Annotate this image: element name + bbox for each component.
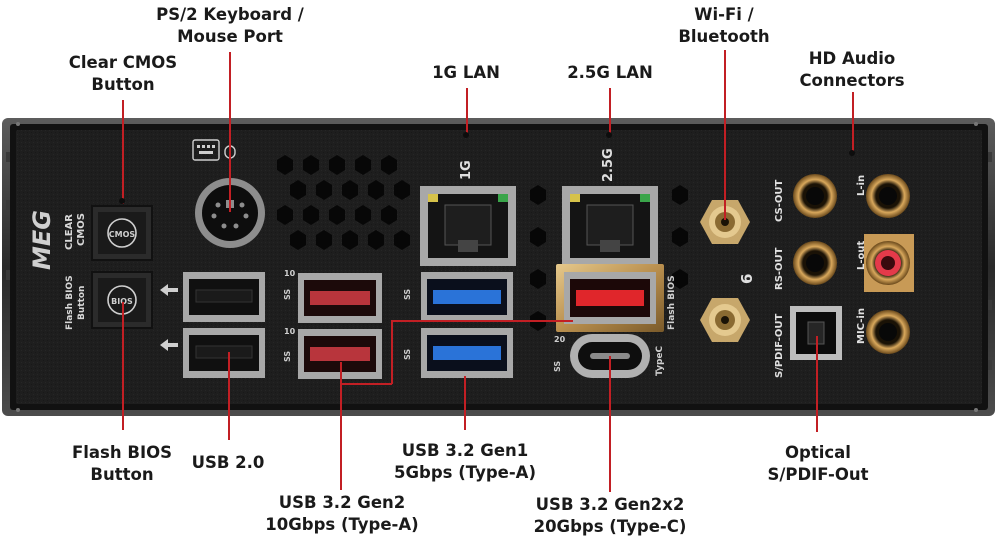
ss10-label-b: SS (283, 351, 292, 362)
callout-clear-cmos-line2: Button (91, 75, 155, 94)
callout-hd-audio-line2: Connectors (799, 71, 905, 90)
leader-usb-gen2-b (340, 383, 392, 385)
ss-label-blue-a: SS (403, 289, 412, 300)
lan-2-5g-port[interactable]: 2.5G (562, 148, 658, 266)
rs-out-label: RS-OUT (774, 247, 785, 290)
vent-holes (277, 155, 688, 331)
ss20-label: SS (553, 361, 562, 372)
callout-clear-cmos: Clear CMOS Button (58, 52, 188, 96)
callout-1g-lan-line1: 1G LAN (432, 63, 500, 82)
callout-flash-bios-line1: Flash BIOS (72, 443, 172, 462)
usb10-label-a: 10 (284, 269, 296, 278)
callout-ps2: PS/2 Keyboard / Mouse Port (145, 4, 315, 48)
callout-flash-bios-line2: Button (90, 465, 154, 484)
callout-usb-gen2: USB 3.2 Gen2 10Gbps (Type-A) (258, 492, 426, 536)
wifi-6e-logo: 6 (738, 274, 756, 284)
usb-3-2-gen1-ports[interactable]: SS SS (403, 272, 513, 378)
callout-hd-audio: HD Audio Connectors (782, 48, 922, 92)
callout-wifi-line1: Wi-Fi / (694, 5, 754, 24)
typec-side-label: TypeC (655, 346, 665, 376)
leader-usb-gen2-a (340, 362, 342, 490)
callout-usb-gen1-line1: USB 3.2 Gen1 (401, 441, 529, 460)
callout-usb-gen2x2: USB 3.2 Gen2x2 20Gbps (Type-C) (524, 494, 696, 538)
callout-optical: Optical S/PDIF-Out (758, 442, 878, 486)
callout-usb-gen2-line2: 10Gbps (Type-A) (265, 515, 419, 534)
bios-button-label: BIOS (111, 297, 133, 306)
clear-cmos-button[interactable]: CMOS (91, 205, 153, 261)
brand-logo-text: MEG (28, 210, 56, 270)
leader-flash-bios (122, 302, 124, 430)
lan-25g-panel-label: 2.5G (601, 148, 616, 182)
leader-clear-cmos (122, 100, 124, 204)
usb-2-0-ports[interactable] (160, 272, 265, 378)
usb20-label: 20 (554, 335, 566, 344)
callout-wifi: Wi-Fi / Bluetooth (664, 4, 784, 48)
callout-ps2-line2: Mouse Port (177, 27, 283, 46)
ps2-port[interactable] (192, 139, 265, 248)
leader-wifi (724, 50, 726, 220)
callout-wifi-line2: Bluetooth (678, 27, 770, 46)
clear-cmos-panel-label-2: CMOS (76, 213, 87, 246)
leader-optical (816, 336, 818, 432)
leader-1g-lan (466, 88, 468, 136)
usb10-label-b: 10 (284, 327, 296, 336)
cs-out-label: CS-OUT (774, 180, 785, 222)
leader-dot-25g-lan (606, 132, 612, 138)
callout-usb-gen1-line2: 5Gbps (Type-A) (394, 463, 536, 482)
lan-1g-panel-label: 1G (459, 160, 474, 180)
ss-label-blue-b: SS (403, 349, 412, 360)
flash-bios-usb-port[interactable]: Flash BIOS (556, 264, 677, 332)
callout-usb-gen2x2-line1: USB 3.2 Gen2x2 (535, 495, 685, 514)
leader-usb-gen1 (464, 376, 466, 430)
callout-1g-lan: 1G LAN (416, 62, 516, 84)
leader-25g-lan (609, 88, 611, 136)
callout-usb20-line1: USB 2.0 (191, 453, 265, 472)
callout-usb-gen2-line1: USB 3.2 Gen2 (278, 493, 406, 512)
callout-ps2-line1: PS/2 Keyboard / (156, 5, 304, 24)
leader-usb-gen2-d (391, 320, 573, 322)
callout-flash-bios: Flash BIOS Button (60, 442, 184, 486)
leader-hd-audio (852, 92, 854, 154)
leader-dot-hd-audio (849, 150, 855, 156)
clear-cmos-panel-label: CLEAR (64, 214, 75, 250)
callout-usb-gen2x2-line2: 20Gbps (Type-C) (533, 517, 687, 536)
hd-audio-jacks[interactable] (793, 174, 914, 354)
l-out-label: L-out (856, 240, 867, 270)
spdif-out-label: S/PDIF-OUT (774, 314, 785, 379)
leader-usb-gen2x2 (609, 356, 611, 492)
leader-ps2 (229, 52, 231, 212)
leader-usb-gen2-c (391, 320, 393, 384)
flash-bios-panel-label-2: Button (77, 286, 87, 320)
leader-dot-clear-cmos (119, 198, 125, 204)
callout-usb-gen1: USB 3.2 Gen1 5Gbps (Type-A) (384, 440, 546, 484)
callout-usb20: USB 2.0 (178, 452, 278, 474)
flash-bios-panel-label: Flash BIOS (65, 275, 75, 330)
callout-25g-lan: 2.5G LAN (556, 62, 664, 84)
lan-1g-port[interactable]: 1G (420, 160, 516, 266)
callout-clear-cmos-line1: Clear CMOS (68, 53, 178, 72)
leader-dot-1g-lan (463, 132, 469, 138)
usb-3-2-gen2-ports[interactable]: SS 10 SS 10 (283, 269, 382, 379)
flash-bios-side-label: Flash BIOS (667, 275, 677, 330)
callout-optical-line2: S/PDIF-Out (767, 465, 869, 484)
wifi-antenna-connectors[interactable]: 6 (700, 200, 756, 342)
l-in-label: L-in (856, 175, 867, 196)
callout-25g-lan-line1: 2.5G LAN (567, 63, 653, 82)
mic-in-label: MIC-in (856, 308, 867, 344)
cmos-button-label: CMOS (109, 230, 136, 239)
callout-optical-line1: Optical (785, 443, 851, 462)
ss10-label-a: SS (283, 289, 292, 300)
callout-hd-audio-line1: HD Audio (808, 49, 896, 68)
leader-usb20 (228, 352, 230, 440)
